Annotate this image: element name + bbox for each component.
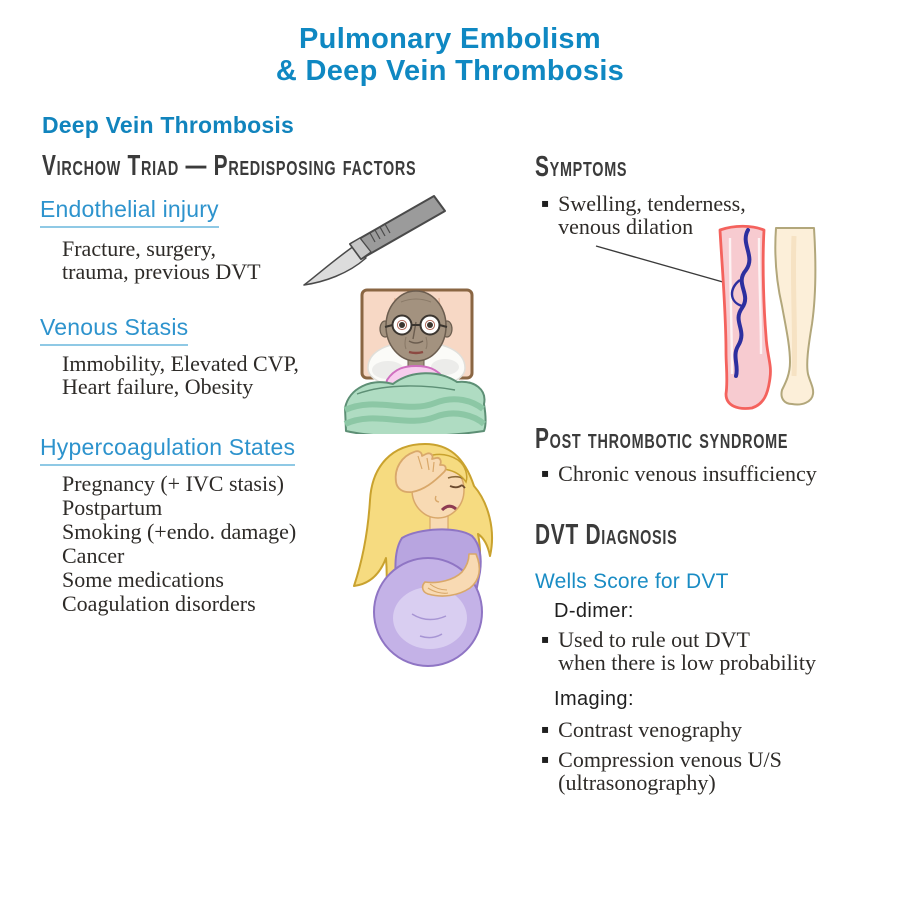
bullet-icon: ▪ [541,722,550,736]
heading-venous-stasis: Venous Stasis [40,314,189,346]
post-thrombotic-bullet: ▪ Chronic venous insufficiency [541,461,817,486]
imaging-bullet-2: ▪ Compression venous U/S (ultrasonograph… [541,747,782,795]
section-heading-dvt: Deep Vein Thrombosis [42,112,294,138]
symptoms-bullet: ▪ Swelling, tenderness, venous dilation [541,191,746,239]
virchow-triad-header: Virchow Triad — Predisposing factors [42,150,417,182]
imaging-label: Imaging: [554,688,634,710]
heading-hypercoagulation-states: Hypercoagulation States [40,434,296,466]
page-title-line2: & Deep Vein Thrombosis [275,55,625,87]
page-title-line1: Pulmonary Embolism [299,23,601,55]
imaging-bullet-1: ▪ Contrast venography [541,717,743,742]
bullet-icon: ▪ [541,632,550,646]
heading-endothelial-injury: Endothelial injury [40,196,219,228]
symptoms-header: Symptoms [535,151,628,183]
venous-stasis-causes: Immobility, Elevated CVP, Heart failure,… [62,351,299,399]
dvt-diagnosis-header: DVT Diagnosis [535,519,678,551]
post-thrombotic-header: Post thrombotic syndrome [535,423,789,455]
pregnant-woman-illustration [353,443,494,667]
pointer-line [595,245,745,289]
wells-score-heading: Wells Score for DVT [535,570,729,593]
bed-patient-illustration [343,288,487,434]
bullet-icon: ▪ [541,196,550,210]
d-dimer-label: D-dimer: [554,600,634,622]
bullet-icon: ▪ [541,752,550,766]
legs-illustration [595,224,817,410]
d-dimer-bullet: ▪ Used to rule out DVT when there is low… [541,627,816,675]
hypercoagulation-causes: Pregnancy (+ IVC stasis) Postpartum Smok… [62,471,297,616]
scalpel-illustration [303,195,446,286]
endothelial-injury-causes: Fracture, surgery, trauma, previous DVT [62,236,261,284]
bullet-icon: ▪ [541,466,550,480]
